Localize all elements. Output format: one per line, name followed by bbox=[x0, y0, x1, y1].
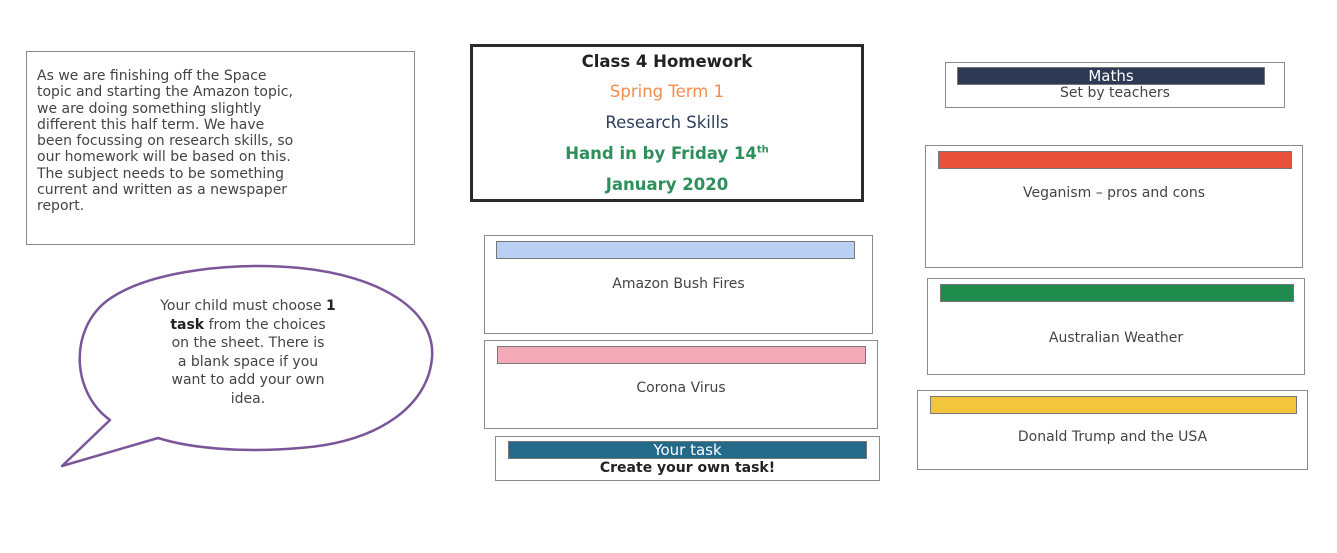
bush-fires-color-bar bbox=[496, 241, 855, 259]
intro-line: we are doing something slightly bbox=[37, 100, 262, 117]
bubble-line: want to add your own bbox=[171, 372, 325, 388]
bubble-line: Your child must choose 1 bbox=[128, 297, 368, 316]
bubble-line2-bold: task bbox=[170, 316, 205, 333]
bubble-line: task from the choices bbox=[128, 316, 368, 335]
task-card-donald-trump: Donald Trump and the USA bbox=[917, 390, 1308, 470]
bubble-line: on the sheet. There is bbox=[171, 335, 325, 351]
bubble-line: idea. bbox=[230, 390, 266, 407]
intro-line: report. bbox=[37, 198, 85, 215]
task-card-veganism: Veganism – pros and cons bbox=[925, 145, 1303, 268]
bubble-line: a blank space if you bbox=[177, 353, 319, 370]
your-task-heading-bar: Your task bbox=[508, 441, 867, 459]
bubble-line1-bold: 1 bbox=[326, 298, 336, 314]
intro-line: different this half term. We have bbox=[37, 116, 265, 133]
speech-bubble-shape bbox=[60, 264, 434, 468]
task-card-maths: Maths Set by teachers bbox=[945, 62, 1285, 108]
corona-color-bar bbox=[497, 346, 866, 364]
task-card-bush-fires: Amazon Bush Fires bbox=[484, 235, 873, 334]
hand-in-suffix: th bbox=[756, 144, 769, 156]
task-card-corona-virus: Corona Virus bbox=[484, 340, 878, 429]
intro-line: As we are finishing off the Space bbox=[37, 68, 267, 84]
australian-weather-color-bar bbox=[940, 284, 1294, 302]
trump-label: Donald Trump and the USA bbox=[1017, 429, 1208, 445]
australian-weather-label: Australian Weather bbox=[1048, 330, 1184, 346]
intro-text-box: As we are finishing off the Space topic … bbox=[26, 51, 415, 245]
due-date: January 2020 bbox=[605, 175, 729, 194]
term-label: Spring Term 1 bbox=[609, 82, 725, 101]
maths-heading-bar: Maths bbox=[957, 67, 1265, 85]
intro-line: current and written as a newspaper bbox=[37, 182, 288, 199]
task-card-your-own: Your task Create your own task! bbox=[495, 436, 880, 481]
trump-color-bar bbox=[930, 396, 1297, 414]
hand-in-label: Hand in by Friday 14th bbox=[473, 144, 861, 163]
task-card-australian-weather: Australian Weather bbox=[927, 278, 1305, 375]
bubble-line2-rest: from the choices bbox=[208, 316, 326, 333]
intro-line: been focussing on research skills, so bbox=[37, 133, 294, 150]
maths-label: Set by teachers bbox=[1060, 85, 1170, 101]
hand-in-text: Hand in by Friday 14 bbox=[565, 144, 757, 163]
speech-bubble-text: Your child must choose 1 task from the c… bbox=[128, 297, 368, 408]
intro-line: topic and starting the Amazon topic, bbox=[37, 84, 293, 101]
class-title: Class 4 Homework bbox=[581, 52, 753, 71]
your-task-label: Create your own task! bbox=[599, 460, 776, 476]
bush-fires-label: Amazon Bush Fires bbox=[612, 276, 745, 292]
veganism-label: Veganism – pros and cons bbox=[1022, 185, 1206, 201]
corona-label: Corona Virus bbox=[636, 380, 726, 396]
bubble-line1-pre: Your child must choose bbox=[160, 298, 322, 314]
intro-line: our homework will be based on this. bbox=[37, 149, 291, 166]
veganism-color-bar bbox=[938, 151, 1292, 169]
subject-label: Research Skills bbox=[605, 113, 729, 132]
homework-title-box: Class 4 Homework Spring Term 1 Research … bbox=[470, 44, 864, 202]
intro-line: The subject needs to be something bbox=[37, 165, 284, 182]
